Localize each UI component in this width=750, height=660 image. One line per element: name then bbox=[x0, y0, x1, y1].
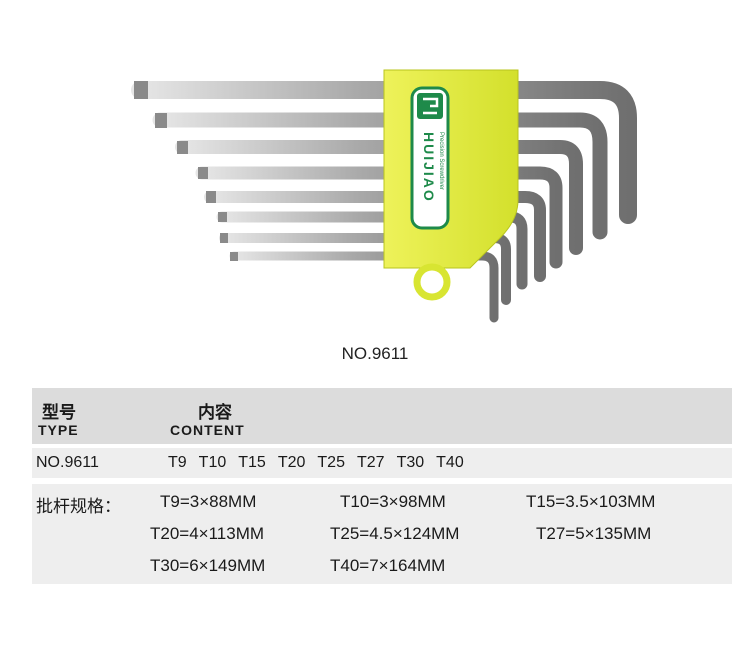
content-item: T30 bbox=[396, 454, 425, 471]
content-item: T27 bbox=[356, 454, 385, 471]
table-row: NO.9611 T9 T10 T15 T20 T25 T27 T30 T40 bbox=[32, 448, 732, 478]
model-cell: NO.9611 bbox=[36, 454, 99, 471]
content-item: T25 bbox=[317, 454, 345, 471]
torx-key-t40 bbox=[131, 81, 637, 224]
content-list: T9 T10 T15 T20 T25 T27 T30 T40 bbox=[168, 454, 476, 472]
spec-item: T25=4.5×124MM bbox=[330, 524, 460, 543]
specs-row: 批杆规格： T9=3×88MM T10=3×98MM T15=3.5×103MM… bbox=[32, 484, 732, 584]
torx-key-t30 bbox=[152, 112, 608, 240]
model-caption: NO.9611 bbox=[341, 344, 409, 363]
table-header: 型号 TYPE 内容 CONTENT bbox=[32, 388, 732, 444]
content-item: T15 bbox=[238, 454, 266, 471]
type-header-cn: 型号 bbox=[42, 403, 76, 423]
spec-item: T40=7×164MM bbox=[330, 556, 446, 575]
content-item: T9 bbox=[168, 454, 187, 471]
brand-logo-text: HUIJIAO bbox=[421, 132, 437, 203]
content-header-en: CONTENT bbox=[170, 422, 245, 438]
brand-tagline-text: Precision Screwdriver bbox=[438, 132, 444, 190]
torx-key-t25 bbox=[195, 166, 563, 269]
spec-item: T20=4×113MM bbox=[150, 524, 265, 543]
specs-label: 批杆规格： bbox=[36, 497, 121, 517]
spec-item: T9=3×88MM bbox=[160, 492, 257, 511]
spec-item: T15=3.5×103MM bbox=[526, 492, 656, 511]
key-holder bbox=[383, 69, 519, 301]
spec-item: T30=6×149MM bbox=[150, 556, 266, 575]
torx-key-t20 bbox=[204, 191, 546, 282]
torx-key-t27 bbox=[175, 140, 583, 255]
content-item: T20 bbox=[277, 454, 306, 471]
spec-table: 型号 TYPE 内容 CONTENT NO.9611 T9 T10 T15 T2… bbox=[32, 388, 732, 584]
product-photo: HUIJIAO Precision Screwdriver bbox=[131, 69, 637, 323]
type-header-en: TYPE bbox=[38, 422, 79, 438]
spec-item: T10=3×98MM bbox=[340, 492, 446, 511]
content-header-cn: 内容 bbox=[198, 403, 232, 423]
content-item: T10 bbox=[198, 454, 227, 471]
spec-item: T27=5×135MM bbox=[536, 524, 652, 543]
content-item: T40 bbox=[436, 454, 464, 471]
